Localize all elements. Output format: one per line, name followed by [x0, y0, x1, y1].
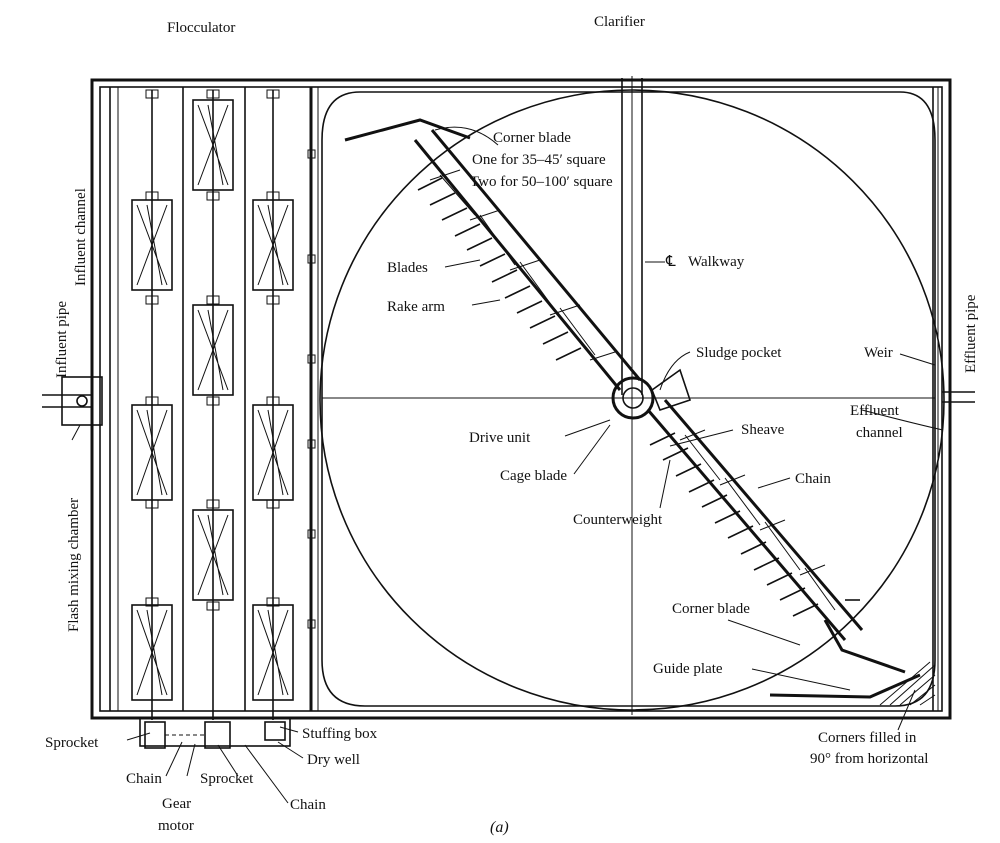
drive-unit-hub — [622, 387, 644, 409]
chain-bottom-label: Chain — [290, 797, 326, 813]
sprocket-box-right — [264, 721, 286, 741]
influent-pipe-valve — [76, 395, 88, 407]
drive-unit-ring — [611, 376, 655, 420]
flocculator-heading: Flocculator — [167, 20, 235, 36]
dry-well-label: Dry well — [307, 752, 360, 768]
corners-filled-label-1: Corners filled in — [818, 730, 917, 746]
guide-plate-shape — [769, 673, 921, 699]
influent-channel-label: Influent channel — [73, 188, 89, 286]
dry-well-box — [139, 717, 291, 747]
gear-motor-label-2: motor — [158, 818, 194, 834]
counterweight-label: Counterweight — [573, 512, 663, 528]
tank-outer-wall — [90, 78, 952, 720]
paddle-wheels-col-1 — [131, 89, 173, 701]
sheave-label: Sheave — [741, 422, 785, 438]
sludge-pocket-label: Sludge pocket — [696, 345, 782, 361]
sprocket-left-label: Sprocket — [45, 735, 99, 751]
influent-pipe-label: Influent pipe — [54, 301, 70, 378]
tank-inner-wall — [99, 86, 943, 712]
cage-blade-label: Cage blade — [500, 468, 567, 484]
sludge-pocket-shape — [651, 368, 692, 411]
corner-blade-top-shape — [344, 118, 471, 142]
paddle-wheels-col-3 — [252, 89, 294, 701]
chain-left-label: Chain — [126, 771, 162, 787]
effluent-channel-label-1: Effluent — [850, 403, 900, 419]
figure-caption: (a) — [490, 819, 509, 836]
paddle-wheels-col-2 — [192, 89, 234, 611]
leader-lines — [71, 126, 944, 804]
blades-label: Blades — [387, 260, 428, 276]
rake-blades — [417, 177, 819, 617]
corner-blade-top-label: Corner blade — [493, 130, 571, 146]
corner-blade-bottom-shape — [823, 619, 906, 674]
baffle-ports — [307, 149, 316, 629]
guide-plate-label: Guide plate — [653, 661, 723, 677]
sprocket-bottom-label: Sprocket — [200, 771, 254, 787]
clarifier-heading: Clarifier — [594, 14, 645, 30]
sprocket-box-middle — [204, 721, 231, 749]
corners-filled-label-2: 90° from horizontal — [810, 751, 928, 767]
rake-arm-label: Rake arm — [387, 299, 445, 315]
walkway-symbol: ℄ — [665, 254, 676, 270]
weir-label: Weir — [864, 345, 893, 361]
stuffing-box-label: Stuffing box — [302, 726, 378, 742]
corner-fill-hatch — [879, 661, 936, 706]
walkway-label: Walkway — [688, 254, 745, 270]
effluent-pipe-label: Effluent pipe — [963, 294, 979, 373]
flash-mixing-chamber-box — [61, 376, 103, 426]
effluent-channel-label-2: channel — [856, 425, 903, 441]
corner-blade-top-line2: One for 35–45′ square — [472, 152, 606, 168]
corner-blade-top-line3: Two for 50–100′ square — [470, 174, 613, 190]
rake-arm — [413, 129, 864, 641]
drive-unit-label: Drive unit — [469, 430, 531, 446]
chain-right-label: Chain — [795, 471, 831, 487]
gear-motor-label-1: Gear — [162, 796, 191, 812]
clarifier-basin-outline — [321, 91, 936, 707]
flash-mixing-chamber-label: Flash mixing chamber — [66, 498, 82, 632]
sprocket-box-left — [144, 721, 166, 749]
corner-blade-bottom-label: Corner blade — [672, 601, 750, 617]
